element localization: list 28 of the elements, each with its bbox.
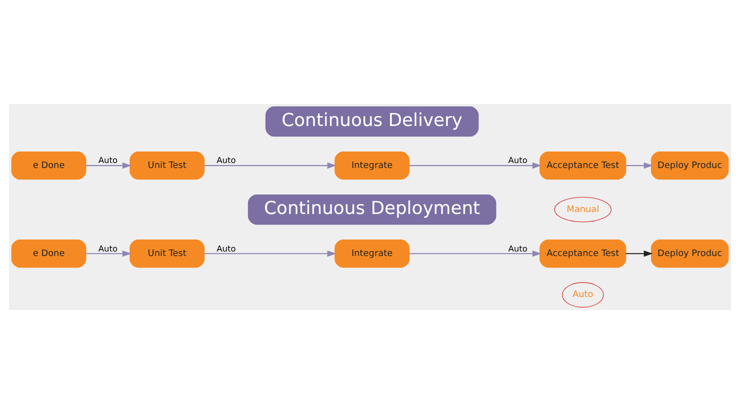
arrow <box>409 162 542 169</box>
node-box: Continuous Delivery <box>265 106 479 137</box>
edge-label: Auto <box>98 155 118 166</box>
edge-label: Auto <box>216 243 236 254</box>
arrow <box>409 250 542 257</box>
node-box: Integrate <box>334 151 410 180</box>
arrow <box>86 162 132 169</box>
node-box: Unit Test <box>130 240 205 268</box>
arrow <box>86 250 132 257</box>
arrow <box>204 250 336 257</box>
arrow <box>204 162 336 169</box>
node-box: Continuous Deployment <box>248 194 496 225</box>
node-ellipse: Auto <box>562 282 604 308</box>
node-ellipse: Manual <box>554 196 612 222</box>
node-box: Deploy Produc <box>650 240 729 268</box>
arrow <box>626 162 653 169</box>
arrow <box>626 250 653 257</box>
node-box: Acceptance Test <box>540 240 626 268</box>
node-box: Acceptance Test <box>540 151 626 180</box>
edge-label: Auto <box>216 155 236 166</box>
node-box: Deploy Produc <box>650 151 729 180</box>
edge-label: Auto <box>508 243 528 254</box>
edge-label: Auto <box>98 243 118 254</box>
node-box: e Done <box>11 240 86 268</box>
edge-label: Auto <box>508 155 528 166</box>
node-box: Unit Test <box>130 151 205 180</box>
node-box: e Done <box>11 151 86 180</box>
node-box: Integrate <box>334 240 410 268</box>
